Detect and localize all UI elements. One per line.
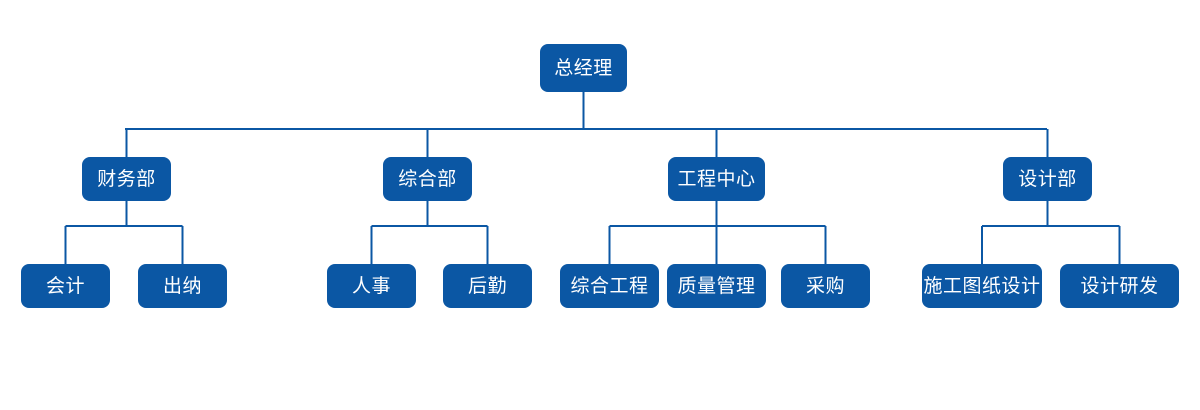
org-node-label-general-engineering: 综合工程 bbox=[570, 275, 649, 297]
org-node-hr[interactable]: 人事 bbox=[327, 264, 416, 308]
org-node-label-finance: 财务部 bbox=[97, 168, 156, 190]
org-node-label-quality-management: 质量管理 bbox=[677, 275, 756, 297]
org-node-procurement[interactable]: 采购 bbox=[781, 264, 870, 308]
org-node-quality-management[interactable]: 质量管理 bbox=[667, 264, 766, 308]
org-node-finance[interactable]: 财务部 bbox=[82, 157, 171, 201]
org-node-label-hr: 人事 bbox=[351, 275, 391, 297]
org-node-label-design: 设计部 bbox=[1018, 168, 1077, 190]
org-node-construction-drawing-design[interactable]: 施工图纸设计 bbox=[922, 264, 1042, 308]
org-node-label-cashier: 出纳 bbox=[162, 275, 202, 297]
org-node-label-design-rnd: 设计研发 bbox=[1080, 275, 1159, 297]
org-node-accounting[interactable]: 会计 bbox=[21, 264, 110, 308]
org-node-label-ceo: 总经理 bbox=[554, 57, 613, 79]
org-node-ceo[interactable]: 总经理 bbox=[540, 44, 627, 92]
org-node-logistics[interactable]: 后勤 bbox=[443, 264, 532, 308]
org-node-design-rnd[interactable]: 设计研发 bbox=[1060, 264, 1179, 308]
connector-group bbox=[64, 92, 1121, 264]
org-node-label-engineering-center: 工程中心 bbox=[677, 168, 756, 190]
org-node-label-logistics: 后勤 bbox=[467, 275, 507, 297]
org-node-general-engineering[interactable]: 综合工程 bbox=[560, 264, 659, 308]
org-node-cashier[interactable]: 出纳 bbox=[138, 264, 227, 308]
org-node-general-affairs[interactable]: 综合部 bbox=[383, 157, 472, 201]
org-node-design[interactable]: 设计部 bbox=[1003, 157, 1092, 201]
org-node-label-accounting: 会计 bbox=[45, 275, 85, 297]
org-node-label-construction-drawing-design: 施工图纸设计 bbox=[923, 275, 1041, 297]
org-node-label-procurement: 采购 bbox=[805, 275, 845, 297]
org-node-label-general-affairs: 综合部 bbox=[398, 168, 457, 190]
org-node-engineering-center[interactable]: 工程中心 bbox=[668, 157, 765, 201]
